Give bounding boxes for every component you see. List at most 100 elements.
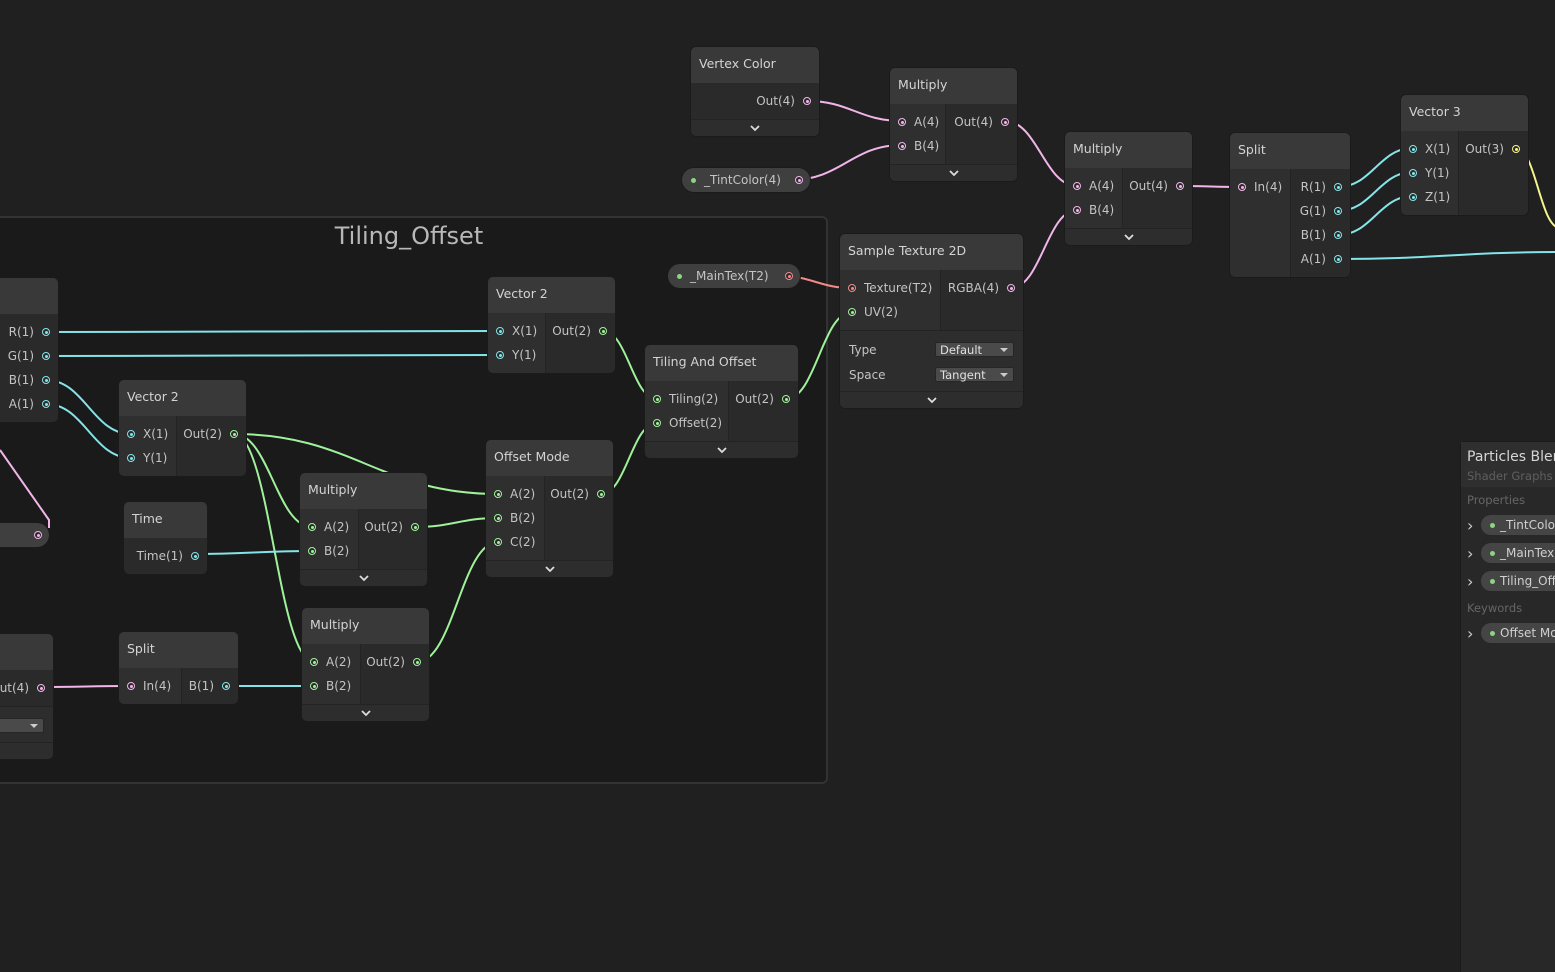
input-port-row[interactable]: A(4)	[1065, 174, 1122, 198]
input-port-row[interactable]: Offset(2)	[645, 411, 728, 435]
output-port-icon[interactable]	[1334, 231, 1342, 239]
input-port-row[interactable]: Y(1)	[119, 446, 176, 470]
input-port-icon[interactable]	[653, 419, 661, 427]
blackboard-property[interactable]: › _TintColor	[1461, 511, 1555, 539]
edge[interactable]	[806, 100, 903, 122]
output-port-icon[interactable]	[785, 272, 793, 280]
property-node-left-property[interactable]: (4)	[0, 523, 49, 547]
node-title[interactable]: Vector 2	[119, 380, 246, 416]
input-port-row[interactable]: X(1)	[488, 319, 545, 343]
output-port-row[interactable]: R(1)	[1291, 175, 1350, 199]
node-title[interactable]: Tiling And Offset	[645, 345, 798, 381]
node-split-left[interactable]: R(1)G(1)B(1)A(1)	[0, 278, 58, 422]
output-port-row[interactable]: A(1)	[1291, 247, 1350, 271]
input-port-icon[interactable]	[848, 284, 856, 292]
collapse-button[interactable]	[1065, 228, 1192, 245]
output-port-row[interactable]: G(1)	[0, 344, 58, 368]
group-title[interactable]: Tiling_Offset	[334, 222, 484, 250]
node-title[interactable]: Multiply	[302, 608, 429, 644]
output-port-row[interactable]: A(1)	[0, 392, 58, 416]
node-title[interactable]: Multiply	[890, 68, 1017, 104]
input-port-icon[interactable]	[127, 682, 135, 690]
input-port-icon[interactable]	[308, 547, 316, 555]
input-port-icon[interactable]	[494, 490, 502, 498]
input-port-icon[interactable]	[1409, 193, 1417, 201]
output-port-row[interactable]: Out(2)	[177, 422, 246, 446]
collapse-button[interactable]	[691, 119, 819, 136]
output-port-row[interactable]: Out(2)	[361, 650, 429, 674]
output-port-row[interactable]: Out(2)	[729, 387, 798, 411]
setting-dropdown[interactable]	[0, 718, 44, 733]
collapse-button[interactable]	[302, 704, 429, 721]
collapse-button[interactable]	[0, 742, 53, 759]
edge[interactable]	[233, 433, 499, 495]
node-title[interactable]: Offset Mode	[486, 440, 613, 476]
output-port-icon[interactable]	[1512, 145, 1520, 153]
collapse-button[interactable]	[300, 569, 427, 586]
input-port-icon[interactable]	[1409, 145, 1417, 153]
edge[interactable]	[45, 354, 501, 357]
output-port-icon[interactable]	[34, 531, 42, 539]
input-port-row[interactable]: In(4)	[119, 674, 181, 698]
output-port-row[interactable]: B(1)	[182, 674, 238, 698]
input-port-row[interactable]: Tiling(2)	[645, 387, 728, 411]
input-port-row[interactable]: B(4)	[1065, 198, 1122, 222]
setting-dropdown[interactable]: Default	[935, 342, 1014, 357]
output-port-icon[interactable]	[1334, 207, 1342, 215]
collapse-button[interactable]	[890, 164, 1017, 181]
output-port-icon[interactable]	[42, 328, 50, 336]
input-port-row[interactable]: X(1)	[119, 422, 176, 446]
output-port-row[interactable]: R(1)	[0, 320, 58, 344]
node-title[interactable]: Vertex Color	[691, 47, 819, 83]
node-title[interactable]: Split	[1230, 133, 1350, 169]
node-vector2-left[interactable]: Vector 2 X(1)Y(1)Out(2)	[119, 380, 246, 476]
edge[interactable]	[1337, 251, 1555, 260]
output-port-icon[interactable]	[1001, 118, 1009, 126]
input-port-icon[interactable]	[494, 538, 502, 546]
blackboard-field[interactable]: _TintColor	[1481, 515, 1555, 535]
input-port-row[interactable]: C(2)	[486, 530, 544, 554]
chevron-right-icon[interactable]: ›	[1467, 515, 1474, 535]
node-title[interactable]	[0, 634, 53, 670]
edge[interactable]	[45, 330, 501, 333]
output-port-row[interactable]: RGBA(4)	[941, 276, 1023, 300]
output-port-row[interactable]: B(1)	[0, 368, 58, 392]
blackboard-keyword[interactable]: ›Offset Mode	[1461, 619, 1555, 647]
output-port-icon[interactable]	[1334, 183, 1342, 191]
input-port-row[interactable]: A(2)	[300, 515, 358, 539]
edge[interactable]	[0, 449, 50, 528]
output-port-icon[interactable]	[1176, 182, 1184, 190]
input-port-row[interactable]: UV(2)	[840, 300, 940, 324]
output-port-icon[interactable]	[42, 376, 50, 384]
input-port-row[interactable]: B(2)	[300, 539, 358, 563]
output-port-row[interactable]: Out(4)	[691, 89, 819, 113]
output-port-row[interactable]: Out(2)	[359, 515, 427, 539]
property-node-tint-color[interactable]: _TintColor(4)	[682, 168, 810, 192]
blackboard-property[interactable]: ›Tiling_Offset	[1461, 567, 1555, 595]
input-port-row[interactable]: B(4)	[890, 134, 945, 158]
input-port-row[interactable]: Y(1)	[1401, 161, 1458, 185]
blackboard-field[interactable]: Offset Mode	[1481, 623, 1555, 643]
output-port-icon[interactable]	[782, 395, 790, 403]
input-port-icon[interactable]	[127, 454, 135, 462]
input-port-row[interactable]: B(2)	[302, 674, 360, 698]
output-port-icon[interactable]	[795, 176, 803, 184]
input-port-row[interactable]: B(2)	[486, 506, 544, 530]
node-title[interactable]: Vector 3	[1401, 95, 1528, 131]
collapse-button[interactable]	[840, 391, 1023, 408]
output-port-icon[interactable]	[1007, 284, 1015, 292]
input-port-icon[interactable]	[898, 142, 906, 150]
input-port-icon[interactable]	[310, 658, 318, 666]
node-left-bottom[interactable]: ut(4)	[0, 634, 53, 759]
output-port-row[interactable]: G(1)	[1291, 199, 1350, 223]
input-port-icon[interactable]	[127, 430, 135, 438]
